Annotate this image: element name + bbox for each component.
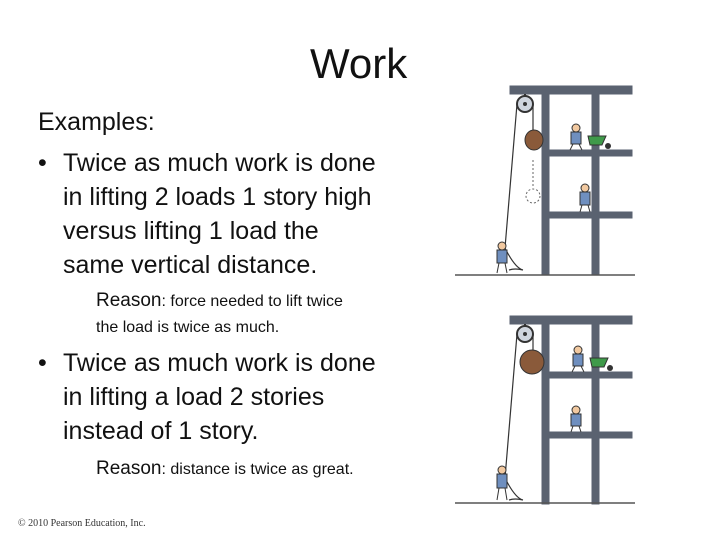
building-frame	[509, 315, 633, 505]
bullet-symbol: •	[38, 349, 47, 377]
reason-1: Reason: force needed to lift twice the l…	[96, 288, 343, 341]
load-bag-icon	[519, 349, 545, 375]
reason-2: Reason: distance is twice as great.	[96, 456, 354, 483]
worker-middle-icon	[579, 183, 591, 213]
wheelbarrow-icon	[589, 357, 613, 371]
worker-ground-icon	[496, 465, 508, 501]
worker-middle-icon	[570, 405, 582, 433]
pulley-icon	[516, 324, 534, 343]
wheelbarrow-icon	[587, 135, 611, 149]
rope	[504, 103, 534, 271]
reason-text-line1: : distance is twice as great.	[161, 461, 354, 478]
load-bag-icon	[524, 129, 544, 151]
examples-heading: Examples:	[38, 108, 155, 136]
illustration-two-loads-one-story	[455, 85, 635, 276]
pulley-icon	[516, 94, 534, 113]
building-frame	[509, 85, 633, 275]
illustration-one-load-two-stories	[455, 315, 635, 505]
worker-upper-icon	[569, 123, 583, 151]
worker-ground-icon	[496, 241, 508, 274]
worker-upper-icon	[571, 345, 585, 373]
reason-text-line2: the load is twice as much.	[96, 319, 280, 336]
bullet-text: Twice as much work is done in lifting a …	[63, 349, 376, 445]
bullet-symbol: •	[38, 149, 47, 177]
dashed-lifted-load-icon	[525, 160, 541, 204]
slide-title: Work	[310, 40, 408, 87]
reason-text-line1: : force needed to lift twice	[161, 293, 343, 310]
bullet-text: Twice as much work is done in lifting 2 …	[63, 149, 376, 279]
reason-label: Reason	[96, 458, 162, 479]
rope	[504, 333, 534, 501]
reason-label: Reason	[96, 290, 162, 311]
copyright-notice: © 2010 Pearson Education, Inc.	[18, 518, 146, 529]
